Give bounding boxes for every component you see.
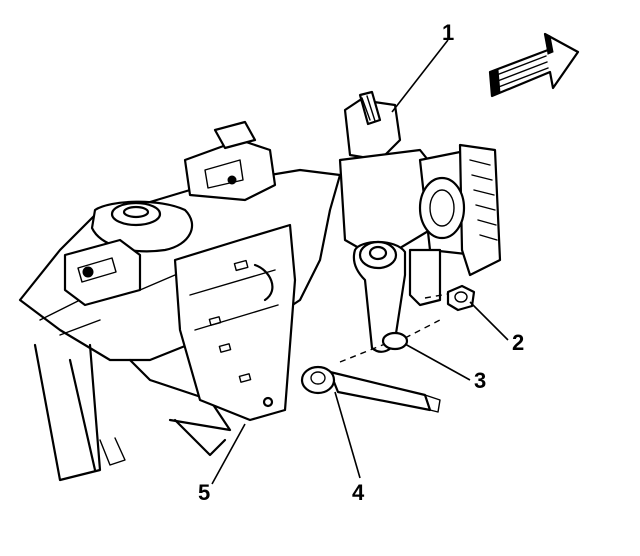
callout-leaders bbox=[211, 39, 509, 485]
pitman-nut bbox=[446, 284, 476, 312]
engine-mount-left bbox=[63, 200, 194, 307]
upper-mount-brackets bbox=[183, 120, 277, 202]
callout-3: 3 bbox=[474, 368, 486, 393]
callout-1: 1 bbox=[442, 20, 454, 45]
steering-gear bbox=[338, 90, 502, 307]
forward-arrow-icon bbox=[488, 32, 580, 98]
relay-rod bbox=[300, 365, 441, 413]
mounting-bracket bbox=[173, 223, 297, 422]
pitman-arm bbox=[352, 240, 409, 353]
callout-5: 5 bbox=[198, 480, 210, 505]
callout-2: 2 bbox=[512, 330, 524, 355]
callout-4: 4 bbox=[352, 480, 365, 505]
